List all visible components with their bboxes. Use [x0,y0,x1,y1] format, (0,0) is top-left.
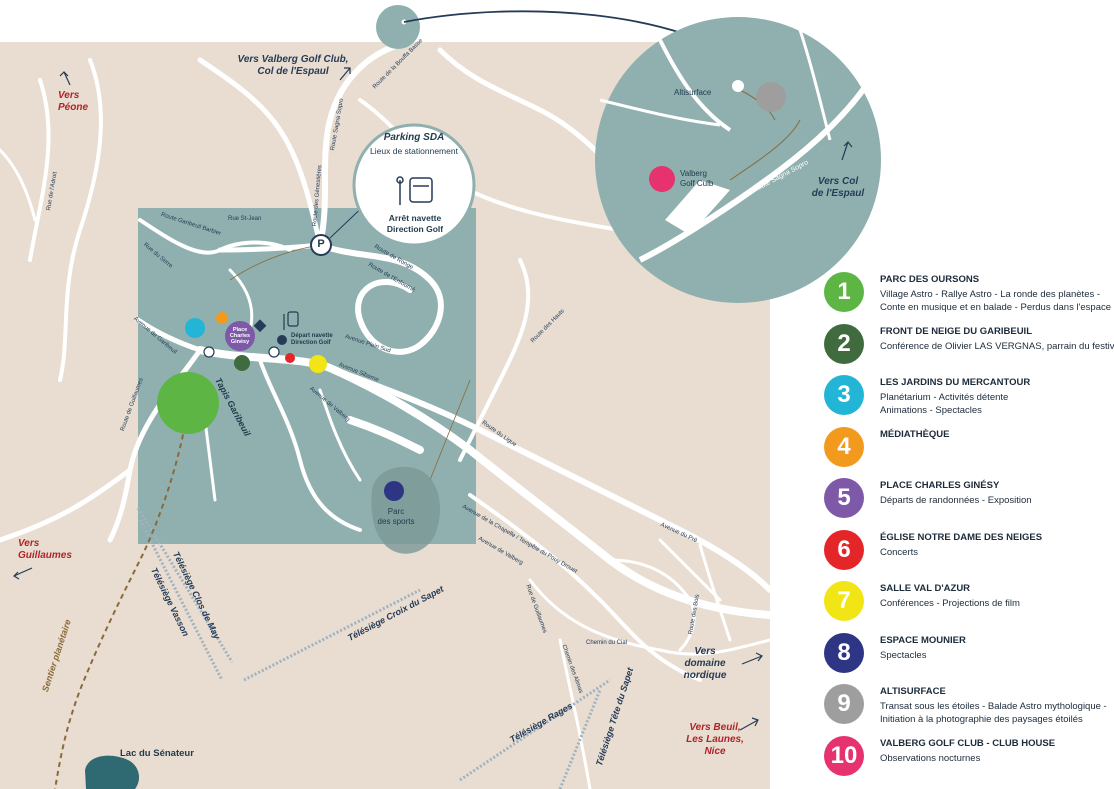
marker-6-eglise [285,353,295,363]
roundabout-2 [268,346,280,358]
legend-title: ALTISURFACE [880,686,946,697]
lac-senateur: Lac du Sénateur [120,748,194,759]
legend-number-badge: 9 [824,684,864,724]
inset-origin-circle [376,5,420,49]
marker-8-espace-mounier [384,481,404,501]
marker-1-parc-oursons [157,372,219,434]
dest-peone: Vers Péone [58,90,89,113]
parking-symbol [310,234,332,256]
legend-title: ESPACE MOUNIER [880,634,966,646]
dest-guillaumes: Vers Guillaumes [18,538,72,561]
legend-description: Concerts [880,546,919,558]
legend-item: 7 SALLE VAL D'AZUR Conférences - Projectio… [824,581,1114,626]
legend-title: SALLE VAL D'AZUR [880,583,971,594]
legend-number-badge: 2 [824,323,864,364]
parking-title: Parking SDA [383,132,445,143]
legend-description: Conférence de Olivier LAS VERGNAS, parra… [880,340,1114,352]
legend-number-badge: 5 [824,478,864,518]
place-marker-label: Place Charles Ginésy [229,327,251,345]
marker-2-front-neige [234,355,250,371]
legend-number-badge: 10 [824,735,864,776]
depart-navette: Départ navette Direction Golf [291,333,333,346]
legend-item: 9 ALTISURFACE Transat sous les étoiles - B… [824,684,1114,729]
marker-5-place-ginesy [225,321,255,351]
marker-9-altisurface [756,82,786,112]
legend-item: 6 ÉGLISE NOTRE DAME DES NEIGES Concerts [824,529,1114,575]
marker-4-mediatheque [216,312,228,324]
legend-title: FRONT DE NEIGE DU GARIBEUIL [880,325,1033,337]
marker-10-golf-club [649,166,675,192]
depart-navette-dot [277,335,287,345]
arret-navette: Arrêt navette Direction Golf [386,213,444,234]
dest-beuil: Vers Beuil, Les Launes, Nice [686,722,744,757]
legend-description: Observations nocturnes [880,752,981,764]
legend-item: 3 LES JARDINS DU MERCANTOUR Planétarium - … [824,375,1114,420]
parking-letter: P [317,238,325,250]
legend-title: PLACE CHARLES GINÉSY [880,480,1000,491]
legend-description: Départs de randonnées - Exposition [880,495,1032,506]
legend-description: Village Astro - Rallye Astro - La ronde … [880,289,1112,313]
planetary-trail [54,407,189,789]
golf-club-label: Valberg Golf Culb [680,169,714,188]
legend-description: Transat sous les étoiles - Balade Astro … [880,701,1107,725]
legend-item: 5 PLACE CHARLES GINÉSY Départs de randonné… [824,478,1114,523]
marker-7-salle-azur [309,355,327,373]
legend-description: Spectacles [880,649,927,661]
legend-item: 1 PARC DES OURSONS Village Astro - Rallye … [824,272,1114,317]
legend-number-badge: 7 [824,581,864,621]
marker-3-jardins [185,318,205,338]
road-st-jean: Rue St-Jean [228,216,262,222]
legend-item: 2 FRONT DE NEIGE DU GARIBEUIL Conférence d… [824,323,1114,369]
bus-stop-icon [396,176,433,205]
legend-item: 4 MÉDIATHÈQUE [824,426,1114,472]
legend-title: VALBERG GOLF CLUB - CLUB HOUSE [880,737,1056,749]
ski-lifts [136,507,611,789]
direction-arrows [13,67,853,731]
road-cial: Chemin du Cial [586,640,628,646]
dest-valberg-golf: Vers Valberg Golf Club, Col de l'Espaul [237,54,349,77]
parking-subtitle: Lieux de stationnement [370,146,458,156]
legend-number-badge: 3 [824,375,864,415]
parking-callout [352,123,476,247]
roundabout-1 [203,346,215,358]
legend-item: 8 ESPACE MOUNIER Spectacles [824,632,1114,678]
legend-number-badge: 1 [824,272,864,312]
lake-senateur [85,755,140,789]
hiker-icon [253,319,267,333]
legend-title: LES JARDINS DU MERCANTOUR [880,377,1031,388]
legend-item: 10 VALBERG GOLF CLUB - CLUB HOUSE Observat… [824,735,1114,781]
legend-title: MÉDIATHÈQUE [880,428,950,440]
parc-sports-label: Parc des sports [377,507,415,526]
dest-col-espaul: Vers Col de l'Espaul [811,176,865,199]
altisurface-label: Altisurface [674,88,712,97]
bus-icon [283,311,299,330]
legend-title: PARC DES OURSONS [880,274,980,285]
golf-inset [595,17,881,303]
dest-nordique: Vers domaine nordique [683,646,727,681]
legend-description: Conférences - Projections de film [880,598,1020,609]
legend-title: ÉGLISE NOTRE DAME DES NEIGES [880,531,1043,543]
legend-number-badge: 6 [824,529,864,570]
legend-number-badge: 8 [824,632,864,673]
legend-number-badge: 4 [824,426,864,467]
